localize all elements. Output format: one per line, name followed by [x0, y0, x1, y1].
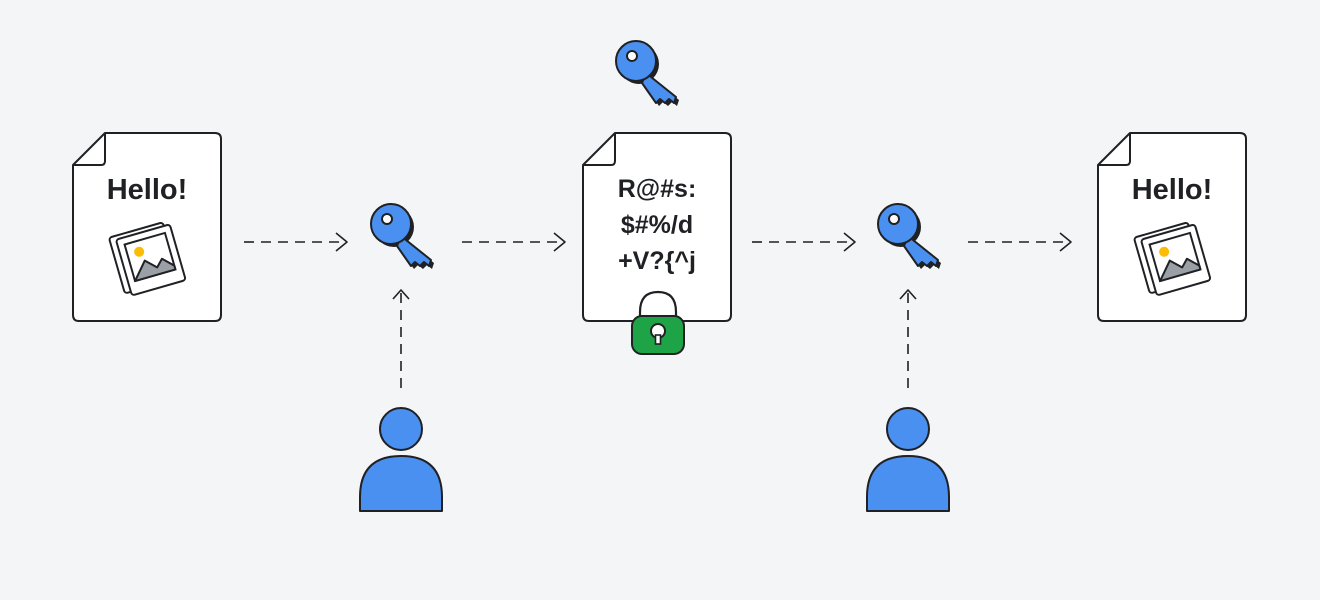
- arrow-sender-to-key: [392, 289, 410, 389]
- plaintext-right-text: Hello!: [1132, 174, 1213, 206]
- plaintext-left-text: Hello!: [107, 174, 188, 206]
- padlock-icon: [631, 290, 685, 355]
- plaintext-document-right: Hello!: [1097, 132, 1247, 322]
- key-icon: [615, 40, 680, 107]
- arrow-to-decrypt-key: [751, 232, 856, 252]
- person-icon: [359, 407, 443, 512]
- arrow-receiver-to-key: [899, 289, 917, 389]
- arrow-to-ciphertext: [461, 232, 566, 252]
- arrow-to-plaintext-right: [967, 232, 1072, 252]
- ciphertext-line-3: +V?{^j: [618, 247, 696, 275]
- person-icon: [866, 407, 950, 512]
- arrow-to-encrypt-key: [243, 232, 348, 252]
- key-icon: [370, 203, 435, 270]
- ciphertext-line-1: R@#s:: [618, 175, 697, 203]
- ciphertext-document: R@#s: $#%/d +V?{^j: [582, 132, 732, 322]
- ciphertext-line-2: $#%/d: [621, 211, 693, 239]
- key-icon: [877, 203, 942, 270]
- plaintext-document-left: Hello!: [72, 132, 222, 322]
